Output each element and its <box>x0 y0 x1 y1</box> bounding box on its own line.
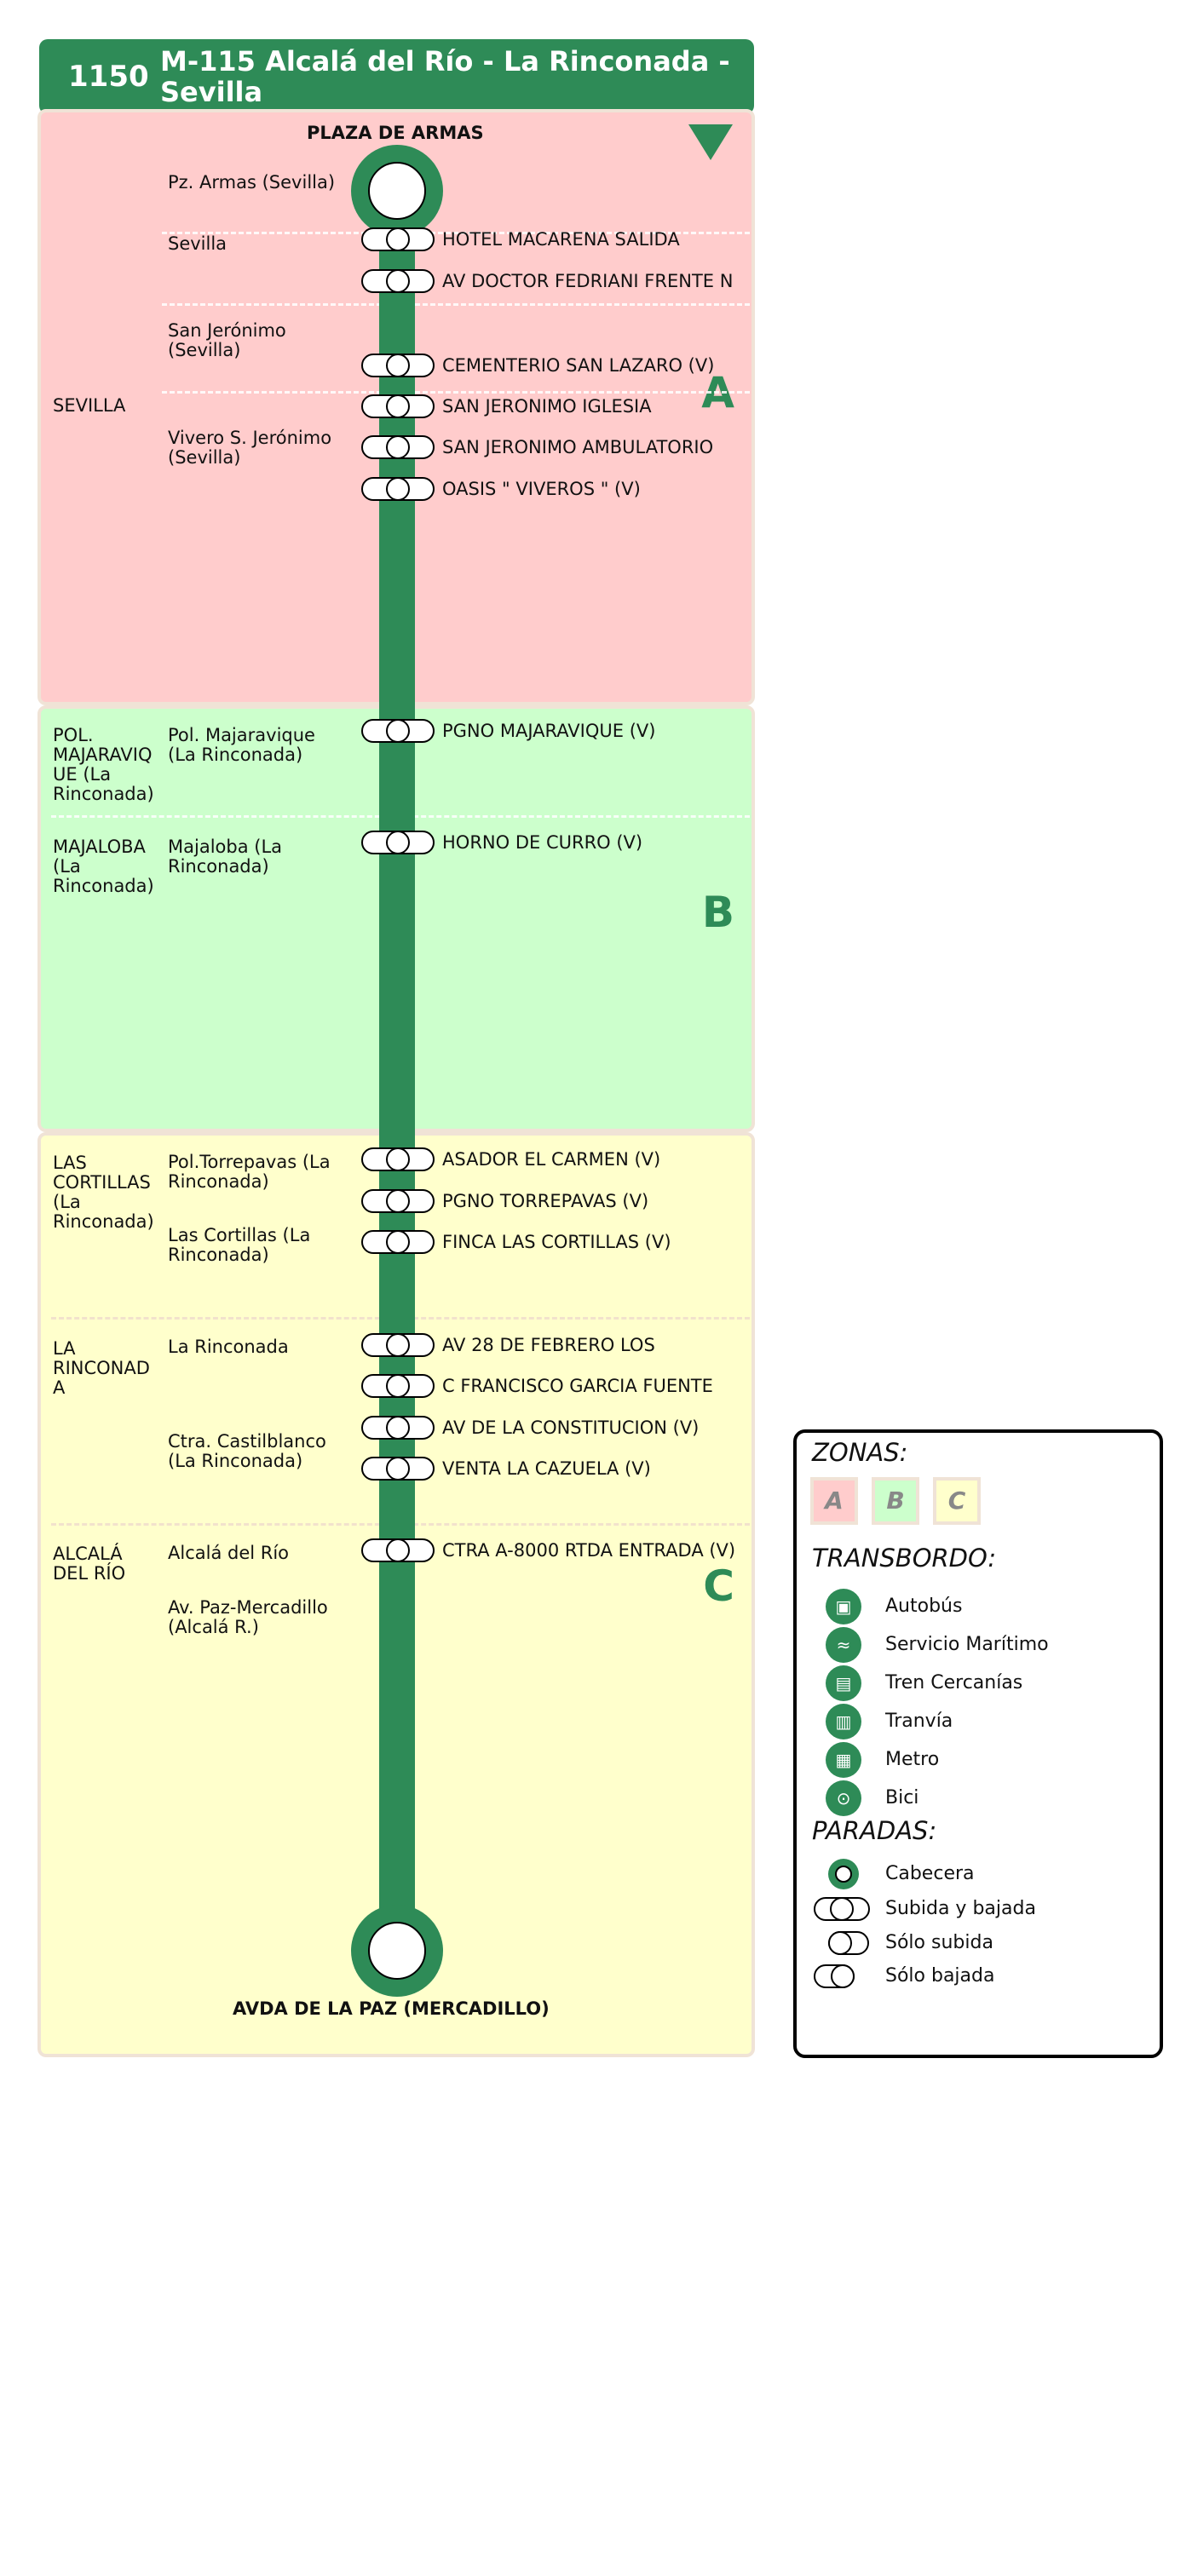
locality-la-rinconada: La Rinconada <box>168 1337 289 1357</box>
stop-marker[interactable] <box>361 354 435 377</box>
locality-pz-armas: Pz. Armas (Sevilla) <box>168 172 336 193</box>
municipality-majaloba: MAJALOBA (La Rinconada) <box>53 837 154 896</box>
terminal-inner <box>368 1922 426 1980</box>
legend-transfer-label: Autobús <box>885 1596 963 1617</box>
locality-torrepavas: Pol.Torrepavas (La Rinconada) <box>168 1152 331 1192</box>
legend-transfer-title: TRANSBORDO: <box>812 1544 997 1573</box>
direction-arrow-icon <box>688 124 733 160</box>
municipality-sevilla: SEVILLA <box>53 395 126 416</box>
locality-paz-mercadillo: Av. Paz-Mercadillo (Alcalá R.) <box>168 1597 328 1637</box>
legend-stop-label: Sólo bajada <box>885 1965 995 1987</box>
stop-name: HORNO DE CURRO (V) <box>442 832 643 853</box>
legend-zones-title: ZONAS: <box>812 1438 908 1467</box>
stop-name: OASIS " VIVEROS " (V) <box>442 479 641 499</box>
locality-castilblanco: Ctra. Castilblanco (La Rinconada) <box>168 1431 326 1471</box>
stop-marker[interactable] <box>361 1230 435 1254</box>
stop-name: AV 28 DE FEBRERO LOS <box>442 1335 655 1355</box>
stop-marker[interactable] <box>361 394 435 418</box>
stop-marker[interactable] <box>361 1538 435 1562</box>
locality-san-jeronimo: San Jerónimo (Sevilla) <box>168 320 286 360</box>
stop-name: SAN JERONIMO AMBULATORIO <box>442 437 714 457</box>
start-terminal-stop[interactable] <box>351 145 443 237</box>
train-icon: ▤ <box>826 1665 861 1701</box>
stop-name: AV DOCTOR FEDRIANI FRENTE N <box>442 271 734 291</box>
terminal-inner <box>368 162 426 220</box>
legend-stop-label: Cabecera <box>885 1863 975 1884</box>
legend-zone-a: A <box>810 1477 858 1525</box>
stop-name: HOTEL MACARENA SALIDA <box>442 229 680 250</box>
stop-marker[interactable] <box>361 1189 435 1213</box>
locality-las-cortillas: Las Cortillas (La Rinconada) <box>168 1225 311 1265</box>
board-only-legend-icon <box>828 1931 869 1955</box>
municipality-majaravique: POL. MAJARAVIQ UE (La Rinconada) <box>53 725 154 804</box>
locality-vivero: Vivero S. Jerónimo (Sevilla) <box>168 428 332 468</box>
legend-stop-label: Subida y bajada <box>885 1898 1036 1919</box>
locality-alcala: Alcalá del Río <box>168 1543 290 1563</box>
start-terminal-label: PLAZA DE ARMAS <box>307 123 484 143</box>
legend-transfer-label: Servicio Marítimo <box>885 1634 1049 1655</box>
stop-marker[interactable] <box>361 1374 435 1398</box>
legend-transfer-label: Bici <box>885 1787 919 1808</box>
legend-stops-title: PARADAS: <box>812 1816 937 1845</box>
zone-b-label: B <box>701 888 734 937</box>
legend-zone-c: C <box>933 1477 981 1525</box>
locality-pol-majaravique: Pol. Majaravique (La Rinconada) <box>168 725 315 765</box>
terminal-legend-icon <box>828 1859 859 1889</box>
stop-marker[interactable] <box>361 1147 435 1171</box>
municipality-alcala: ALCALÁ DEL RÍO <box>53 1544 126 1584</box>
locality-majaloba: Majaloba (La Rinconada) <box>168 837 283 877</box>
end-terminal-label: AVDA DE LA PAZ (MERCADILLO) <box>233 1998 550 2019</box>
stop-name: CTRA A-8000 RTDA ENTRADA (V) <box>442 1540 736 1561</box>
metro-icon: ▦ <box>826 1742 861 1778</box>
board-alight-legend-icon <box>814 1897 870 1921</box>
stop-marker[interactable] <box>361 269 435 293</box>
legend-zone-b: B <box>872 1477 919 1525</box>
stop-marker[interactable] <box>361 227 435 251</box>
municipality-cortillas: LAS CORTILLAS (La Rinconada) <box>53 1153 154 1232</box>
stop-marker[interactable] <box>361 1333 435 1357</box>
municipality-rinconada: LA RINCONAD A <box>53 1338 150 1398</box>
route-name: M-115 Alcalá del Río - La Rinconada - Se… <box>160 45 730 108</box>
locality-divider <box>162 391 750 394</box>
stop-name: PGNO MAJARAVIQUE (V) <box>442 721 656 741</box>
boat-icon: ≈ <box>826 1627 861 1663</box>
bike-icon: ⊙ <box>826 1780 861 1816</box>
bus-icon: ▣ <box>826 1589 861 1624</box>
locality-divider <box>162 303 750 306</box>
locality-divider <box>162 232 750 234</box>
stop-name: PGNO TORREPAVAS (V) <box>442 1191 649 1211</box>
stop-marker[interactable] <box>361 719 435 743</box>
locality-sevilla: Sevilla <box>168 233 227 254</box>
stop-name: FINCA LAS CORTILLAS (V) <box>442 1232 671 1252</box>
stop-name: ASADOR EL CARMEN (V) <box>442 1149 661 1170</box>
stop-name: AV DE LA CONSTITUCION (V) <box>442 1417 700 1438</box>
tram-icon: ▥ <box>826 1704 861 1739</box>
stop-marker[interactable] <box>361 435 435 459</box>
legend-stop-label: Sólo subida <box>885 1932 993 1953</box>
stop-name: CEMENTERIO SAN LAZARO (V) <box>442 355 715 376</box>
legend-transfer-label: Metro <box>885 1749 940 1770</box>
end-terminal-stop[interactable] <box>351 1905 443 1997</box>
stop-name: C FRANCISCO GARCIA FUENTE <box>442 1376 713 1396</box>
zone-c-label: C <box>703 1561 734 1611</box>
route-code: 1150 <box>68 60 149 94</box>
stop-marker[interactable] <box>361 831 435 854</box>
stop-marker[interactable] <box>361 1416 435 1440</box>
legend-transfer-label: Tranvía <box>885 1711 953 1732</box>
stop-name: VENTA LA CAZUELA (V) <box>442 1458 651 1479</box>
stop-marker[interactable] <box>361 477 435 501</box>
alight-only-legend-icon <box>814 1964 855 1988</box>
route-header: 1150 M-115 Alcalá del Río - La Rinconada… <box>39 39 754 114</box>
stop-marker[interactable] <box>361 1457 435 1481</box>
legend: ZONAS: A B C TRANSBORDO: ▣ Autobús ≈ Ser… <box>793 1429 1163 2058</box>
stop-name: SAN JERONIMO IGLESIA <box>442 396 652 417</box>
legend-transfer-label: Tren Cercanías <box>885 1672 1023 1693</box>
